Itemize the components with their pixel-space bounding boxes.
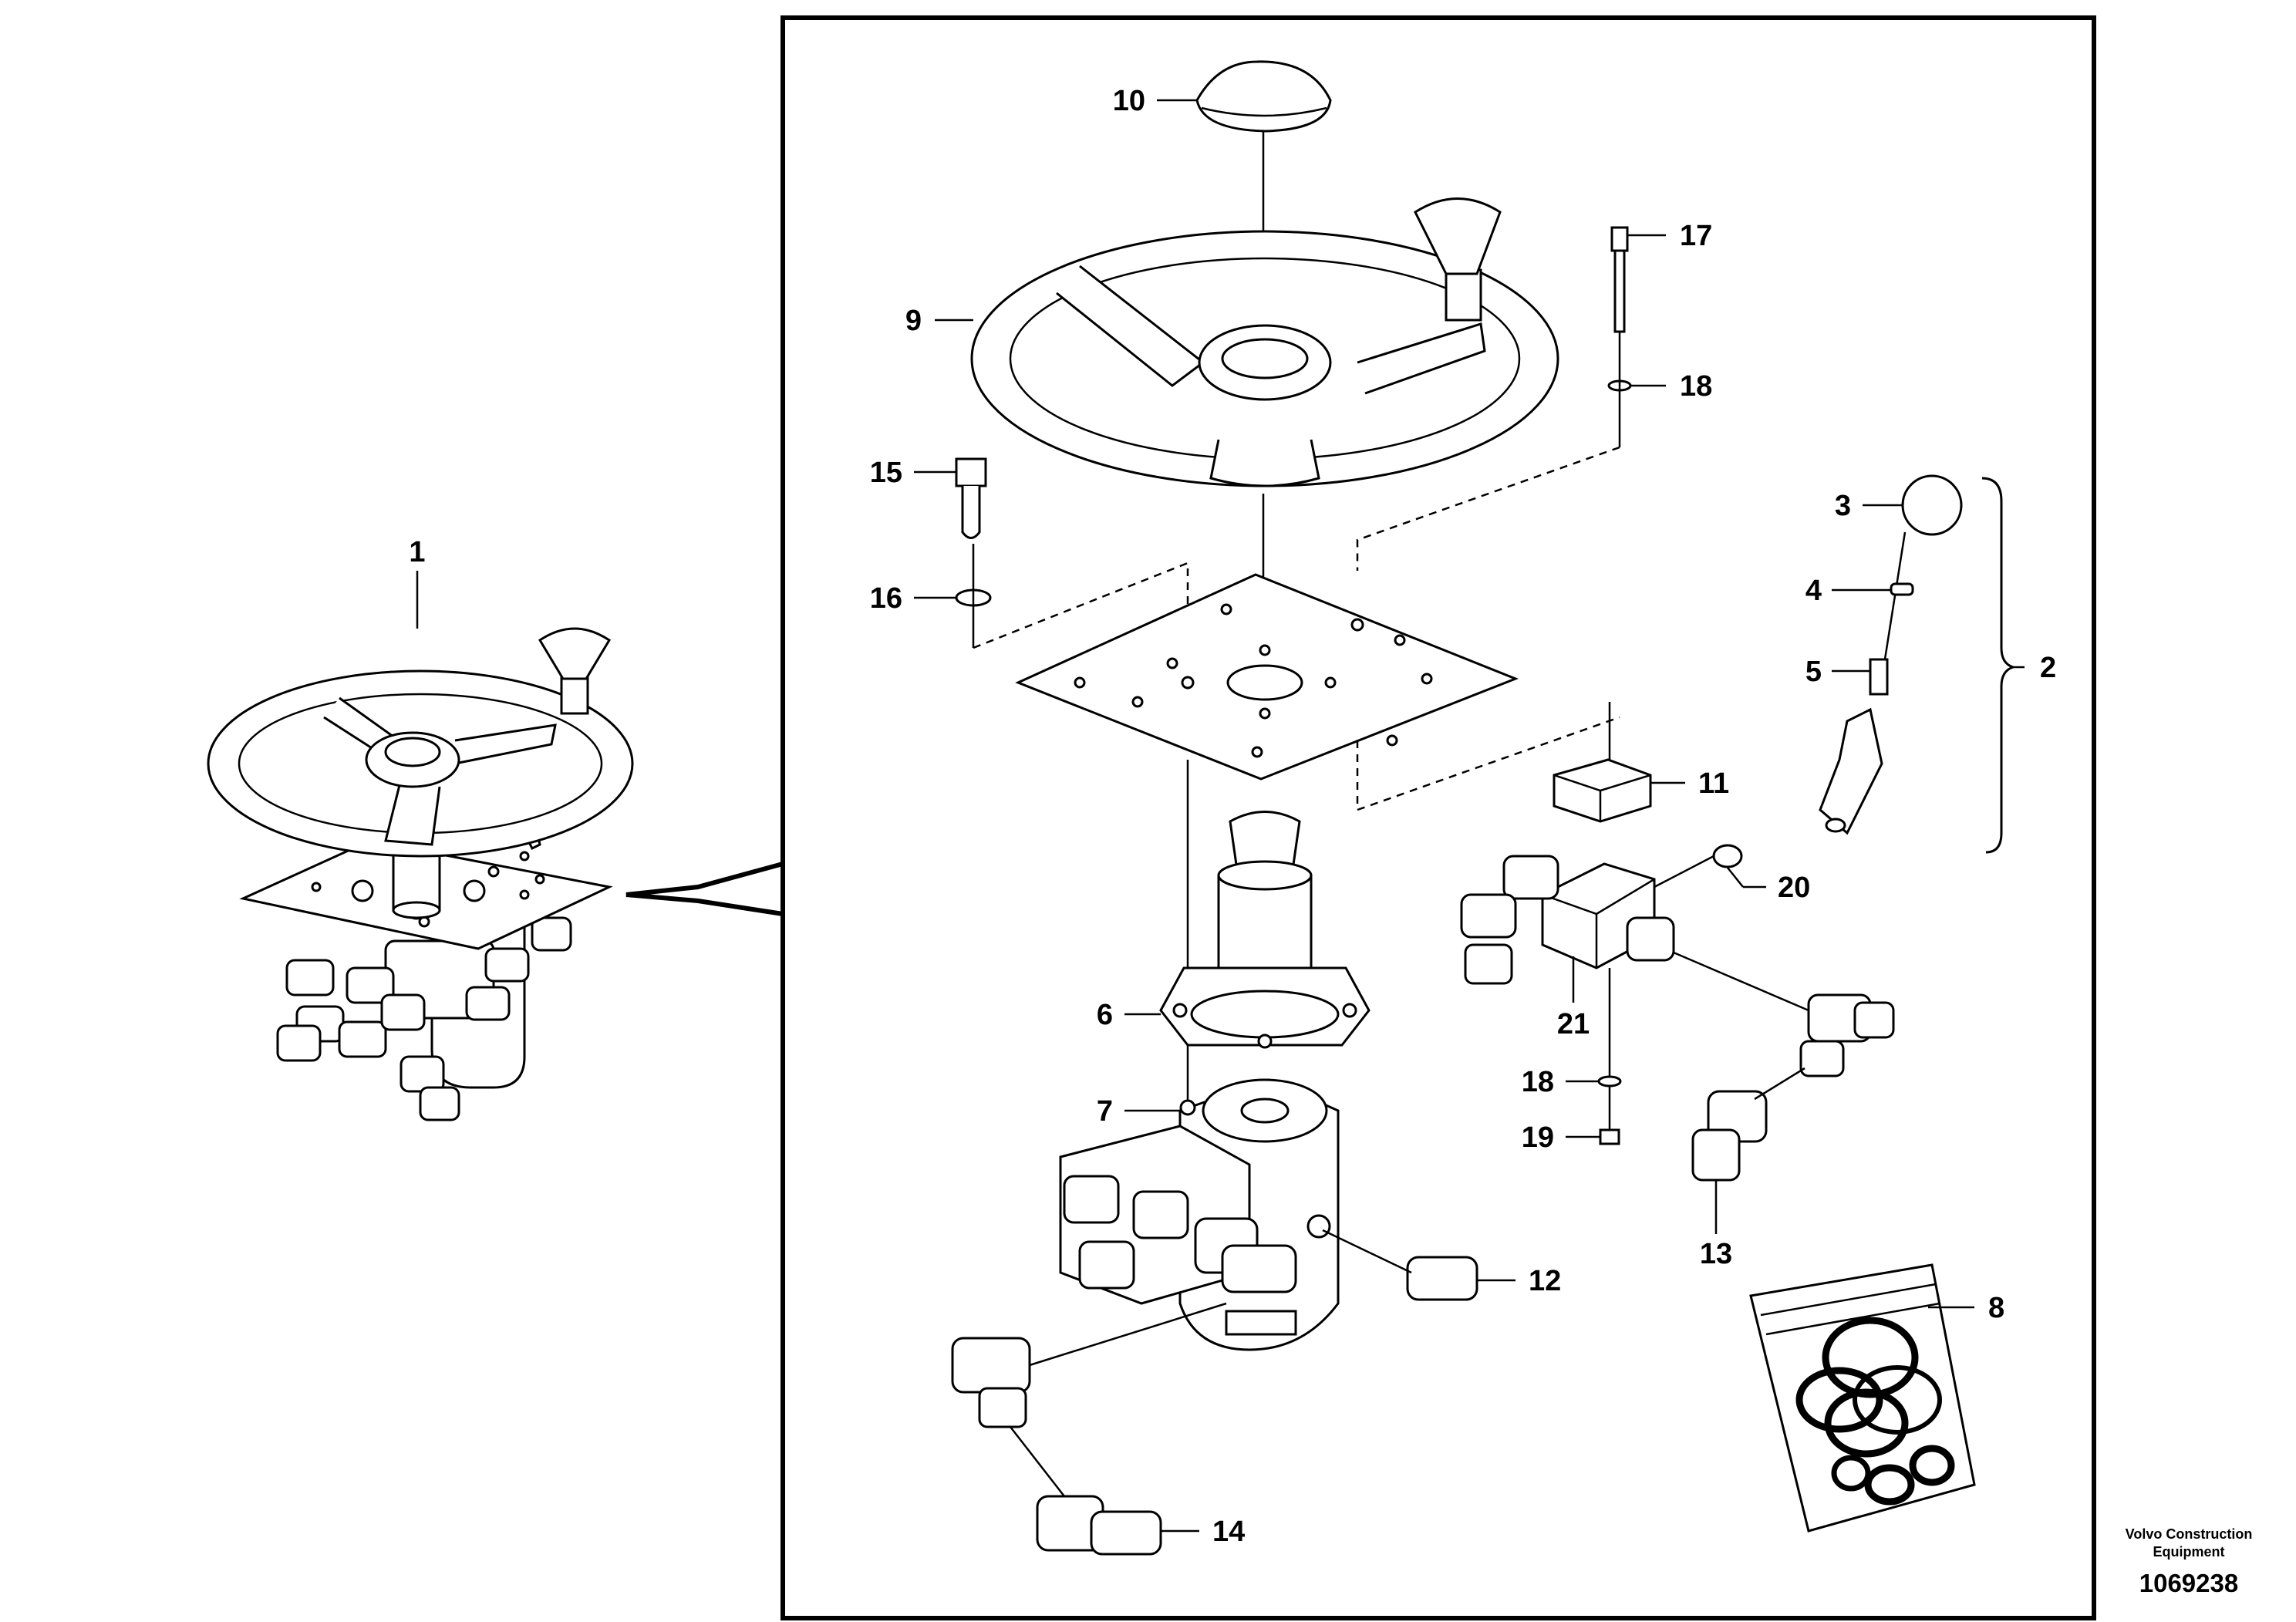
washer-20 xyxy=(1712,844,1743,868)
callout-5: 5 xyxy=(1805,656,1822,688)
callout-18-bottom: 18 xyxy=(1522,1066,1554,1098)
bolt-17 xyxy=(1610,226,1629,333)
overview-steering-assembly xyxy=(207,571,634,1121)
detail-frame xyxy=(625,15,2096,1620)
bolt-15 xyxy=(955,457,987,539)
callout-labels: 1 2 3 4 5 6 7 8 9 10 11 12 13 14 15 16 1… xyxy=(409,85,2056,1548)
credit-block: Volvo Construction Equipment 1069238 xyxy=(2126,1526,2253,1597)
clip-4 xyxy=(1890,582,1914,596)
solenoid-block-11 xyxy=(1553,758,1652,823)
callout-12: 12 xyxy=(1529,1265,1561,1297)
steering-column xyxy=(1159,811,1371,1049)
callout-9: 9 xyxy=(905,305,922,337)
bolt-path-dashed xyxy=(1356,446,1620,571)
overview-spinner-knob xyxy=(538,627,612,715)
callout-18-top: 18 xyxy=(1680,370,1712,403)
callout-14: 14 xyxy=(1212,1516,1245,1548)
knob-3 xyxy=(1901,474,1963,536)
rod-5 xyxy=(1869,658,1889,696)
steering-wheel xyxy=(970,230,1559,487)
lever-assembly-2 xyxy=(1819,474,1963,835)
seal-kit-bag-8 xyxy=(1749,1263,1976,1533)
hose-fitting-14 xyxy=(951,1337,1162,1556)
callout-7: 7 xyxy=(1097,1095,1113,1128)
credit-line-2: Equipment xyxy=(2153,1544,2225,1560)
callout-4: 4 xyxy=(1805,575,1822,607)
callout-16: 16 xyxy=(870,582,902,615)
callout-20: 20 xyxy=(1778,872,1810,904)
callout-17: 17 xyxy=(1680,220,1712,252)
callout-3: 3 xyxy=(1835,490,1851,522)
hose-fitting-13 xyxy=(1691,993,1895,1182)
valve-fittings xyxy=(1063,1175,1297,1336)
callout-1: 1 xyxy=(409,536,425,568)
callout-21: 21 xyxy=(1557,1008,1590,1040)
horn-button xyxy=(1195,60,1332,133)
mounting-plate xyxy=(1015,573,1519,781)
callout-19: 19 xyxy=(1522,1121,1554,1154)
nut-19 xyxy=(1599,1128,1620,1145)
overview-steering-wheel xyxy=(207,669,634,858)
overview-fittings xyxy=(276,916,572,1121)
bracket-2 xyxy=(1981,477,2017,854)
valve-21 xyxy=(1460,855,1675,985)
callout-10: 10 xyxy=(1113,85,1145,117)
fitting-12 xyxy=(1406,1256,1478,1301)
document-number: 1069238 xyxy=(2139,1569,2238,1597)
callout-11: 11 xyxy=(1698,767,1729,800)
plate-dashed-right xyxy=(1356,716,1620,811)
wheel-spinner-knob xyxy=(1414,197,1502,322)
callout-6: 6 xyxy=(1097,999,1113,1031)
washer-18-bottom xyxy=(1597,1075,1622,1088)
callout-13: 13 xyxy=(1700,1238,1732,1270)
callout-15: 15 xyxy=(870,457,902,489)
callout-2: 2 xyxy=(2040,652,2056,684)
credit-line-1: Volvo Construction xyxy=(2126,1526,2253,1542)
callout-8: 8 xyxy=(1988,1292,2004,1324)
